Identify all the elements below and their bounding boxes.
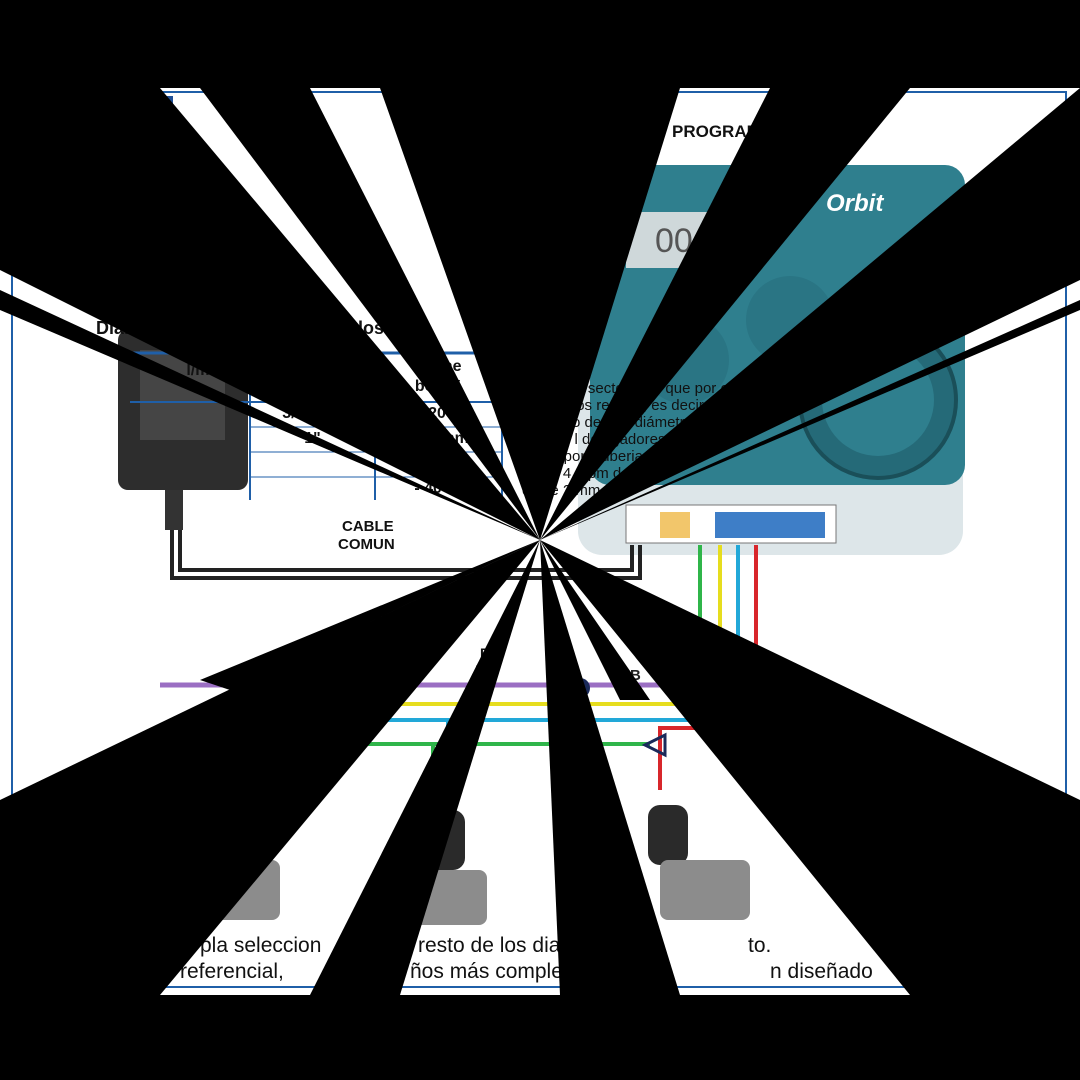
valve-3 [648,805,750,920]
footer-text: Basa [10,934,58,957]
footer-text: (F [10,960,30,983]
pipe-label-b: B [630,667,641,684]
footer-text: ños más complejos consu [410,960,652,983]
pipe-label-f: F [738,662,748,679]
valve-1 [195,790,294,920]
pipe-node-h [794,737,816,759]
footer-text: to. [748,934,772,957]
valve-2 [402,810,487,925]
pipe-node [570,678,590,698]
pipe-main [160,682,808,745]
pipe-label-h: H [818,710,829,727]
pipe-label-e: E [132,780,143,797]
footer-text: resto de los diametros de [418,934,654,957]
footer-text: pla seleccion [200,934,322,957]
footer-text: referencial, [180,960,284,983]
footer-text: n diseñado [770,960,873,983]
